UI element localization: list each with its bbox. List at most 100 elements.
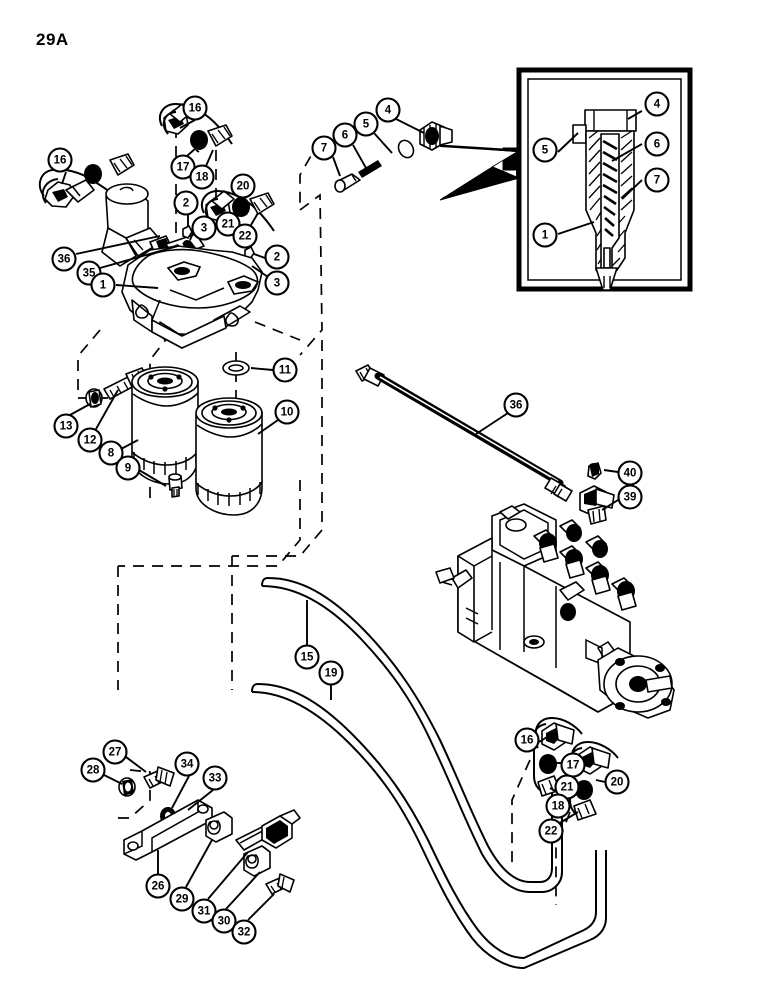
injector-nozzle-cutaway <box>572 109 637 291</box>
callout-7: 7 <box>311 135 337 161</box>
injector-cap-nut <box>419 121 453 151</box>
callout-bubble <box>77 427 103 453</box>
callout-number: 33 <box>209 773 222 785</box>
callout-40: 40 <box>617 460 643 486</box>
callout-number: 11 <box>279 365 292 377</box>
callout-20: 20 <box>604 769 630 795</box>
callout-bubble <box>617 484 643 510</box>
callout-30: 30 <box>211 908 237 934</box>
callout-bubble <box>532 137 558 163</box>
callout-27: 27 <box>102 739 128 765</box>
callout-4: 4 <box>644 91 670 117</box>
callout-2: 2 <box>173 190 199 216</box>
callout-number: 20 <box>237 181 250 193</box>
callout-number: 36 <box>510 400 523 412</box>
callout-bubble <box>145 873 171 899</box>
callout-bubble <box>80 757 106 783</box>
left-banjo-bolt <box>109 153 135 176</box>
callout-number: 1 <box>542 230 549 242</box>
filter-drain-plug <box>168 473 183 498</box>
callout-number: 12 <box>84 435 97 447</box>
pump-mounting-bracket-group <box>118 766 301 895</box>
injection-pump-assembly <box>435 503 675 719</box>
callout-20: 20 <box>230 173 256 199</box>
callout-17: 17 <box>560 752 586 778</box>
bracket-washer-28 <box>118 777 136 797</box>
callout-bubble <box>231 919 257 945</box>
callout-bubble <box>169 886 195 912</box>
callout-number: 10 <box>281 407 294 419</box>
callout-bubble <box>318 660 344 686</box>
callout-bubble <box>102 739 128 765</box>
callout-bubble <box>503 392 529 418</box>
callout-number: 26 <box>152 881 165 893</box>
injector-sleeve <box>334 173 361 193</box>
callout-bubble <box>514 727 540 753</box>
callout-bubble <box>532 222 558 248</box>
callout-number: 16 <box>189 103 202 115</box>
injector-cutaway-inset <box>439 67 693 292</box>
fuel-filter-group <box>85 360 263 516</box>
rear-elbow-left <box>532 716 583 795</box>
callout-18: 18 <box>545 793 571 819</box>
callout-number: 16 <box>54 155 67 167</box>
callout-number: 21 <box>561 782 574 794</box>
page-number: 29A <box>36 30 69 49</box>
callout-number: 31 <box>198 906 211 918</box>
callout-bubble <box>332 122 358 148</box>
callout-number: 27 <box>109 747 122 759</box>
callout-number: 16 <box>521 735 534 747</box>
callout-15: 15 <box>294 644 320 670</box>
callout-number: 18 <box>196 172 209 184</box>
callout-bubble <box>191 215 217 241</box>
callout-7: 7 <box>644 167 670 193</box>
callout-number: 5 <box>542 145 549 157</box>
callout-number: 19 <box>325 668 338 680</box>
callout-9: 9 <box>115 455 141 481</box>
callout-number: 22 <box>239 231 252 243</box>
callout-6: 6 <box>332 122 358 148</box>
callout-bubble <box>191 898 217 924</box>
callout-bubble <box>375 97 401 123</box>
callout-bubble <box>264 270 290 296</box>
callout-33: 33 <box>202 765 228 791</box>
callout-bubble <box>272 357 298 383</box>
callout-number: 2 <box>274 252 280 264</box>
callout-16: 16 <box>514 727 540 753</box>
callout-4: 4 <box>375 97 401 123</box>
callout-bubble <box>230 173 256 199</box>
callout-leader-lines <box>61 118 619 921</box>
callout-number: 22 <box>545 826 558 838</box>
pump-drive-flange <box>597 647 675 719</box>
callout-28: 28 <box>80 757 106 783</box>
callout-10: 10 <box>274 399 300 425</box>
callout-bubble <box>211 908 237 934</box>
callout-number: 28 <box>87 765 100 777</box>
high-pressure-fuel-line <box>355 364 573 502</box>
callout-21: 21 <box>215 211 241 237</box>
callout-bubble <box>51 246 77 272</box>
callout-number: 5 <box>363 119 370 131</box>
callout-bubble <box>215 211 241 237</box>
callout-1: 1 <box>532 222 558 248</box>
callout-2: 2 <box>264 244 290 270</box>
callout-13: 13 <box>53 413 79 439</box>
callout-bubble <box>47 147 73 173</box>
callout-22: 22 <box>538 818 564 844</box>
callout-number: 39 <box>624 492 637 504</box>
callout-bubble <box>604 769 630 795</box>
injector-dowel-pin <box>358 160 382 178</box>
callout-number: 15 <box>301 652 314 664</box>
bracket-bolt-27 <box>143 766 175 789</box>
callout-bubble <box>264 244 290 270</box>
callout-31: 31 <box>191 898 217 924</box>
callout-number: 8 <box>108 448 115 460</box>
callout-number: 7 <box>654 175 660 187</box>
callout-5: 5 <box>353 111 379 137</box>
callout-bubble <box>189 164 215 190</box>
clamp-29 <box>205 811 233 843</box>
callout-bubble <box>311 135 337 161</box>
callout-number: 3 <box>274 278 280 290</box>
callout-number: 13 <box>60 421 73 433</box>
callout-19: 19 <box>318 660 344 686</box>
